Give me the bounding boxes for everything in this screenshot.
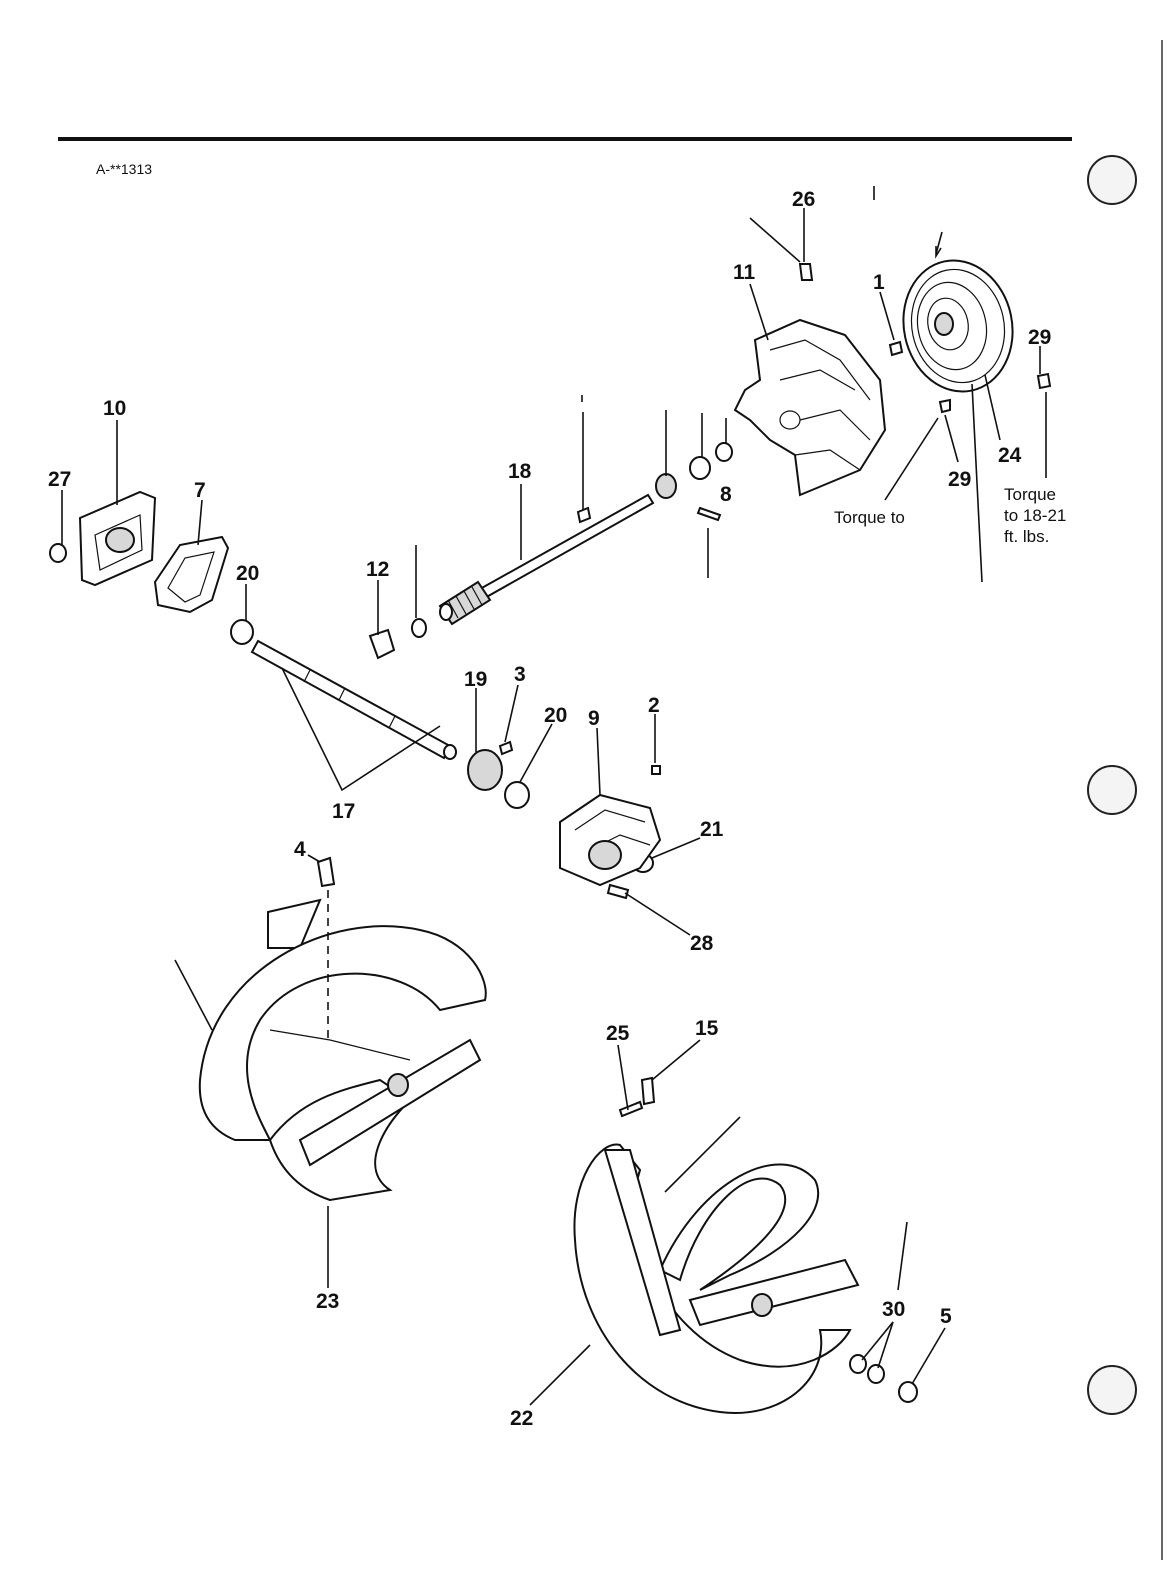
callout-2: 2: [648, 694, 660, 717]
callout-28: 28: [690, 932, 714, 955]
torque-note-right-1: Torque: [1004, 485, 1056, 504]
callout-12: 12: [366, 558, 389, 581]
torque-notes: Torque to Torque to 18-21 ft. lbs.: [834, 485, 1066, 546]
figure-code: A-**1313: [96, 161, 152, 177]
callout-18: 18: [508, 460, 532, 483]
callout-10: 10: [103, 397, 126, 420]
left-auger-part: [200, 900, 486, 1200]
leader-lines: [62, 186, 1046, 1405]
callout-5: 5: [940, 1305, 952, 1328]
callout-27: 27: [48, 468, 71, 491]
callout-21: 21: [700, 818, 724, 841]
cover-plate-part: [80, 492, 155, 585]
torque-note-right-3: ft. lbs.: [1004, 527, 1049, 546]
callout-15: 15: [695, 1017, 719, 1040]
callout-4: 4: [294, 838, 306, 861]
small-hardware: [50, 264, 1050, 1402]
lower-shaft-part: [252, 641, 456, 759]
callout-25: 25: [606, 1022, 630, 1045]
pulley-part: [891, 250, 1024, 402]
callout-11: 11: [733, 261, 756, 284]
binder-holes: [1088, 156, 1136, 1414]
callout-29-mid: 29: [948, 468, 971, 491]
housing-part: [735, 320, 885, 495]
callout-23: 23: [316, 1290, 339, 1313]
callout-9: 9: [588, 707, 600, 730]
callout-7: 7: [194, 479, 206, 502]
torque-note-right-2: to 18-21: [1004, 506, 1066, 525]
header-rule: [58, 137, 1072, 141]
callout-numbers: 26 11 1 29 24 29 10 27 7 20 12 18 8 19 3…: [48, 188, 1051, 1430]
callout-30: 30: [882, 1298, 905, 1321]
callout-19: 19: [464, 668, 487, 691]
callout-26: 26: [792, 188, 815, 211]
gasket-part: [155, 537, 228, 612]
callout-8: 8: [720, 483, 732, 506]
callout-29-top: 29: [1028, 326, 1051, 349]
callout-17: 17: [332, 800, 355, 823]
torque-note-left: Torque to: [834, 508, 905, 527]
callout-24: 24: [998, 444, 1022, 467]
callout-20-left: 20: [236, 562, 259, 585]
callout-22: 22: [510, 1407, 533, 1430]
callout-20-right: 20: [544, 704, 567, 727]
worm-shaft-part: [440, 495, 653, 624]
right-auger-part: [574, 1145, 858, 1413]
callout-1: 1: [873, 271, 885, 294]
callout-3: 3: [514, 663, 526, 686]
